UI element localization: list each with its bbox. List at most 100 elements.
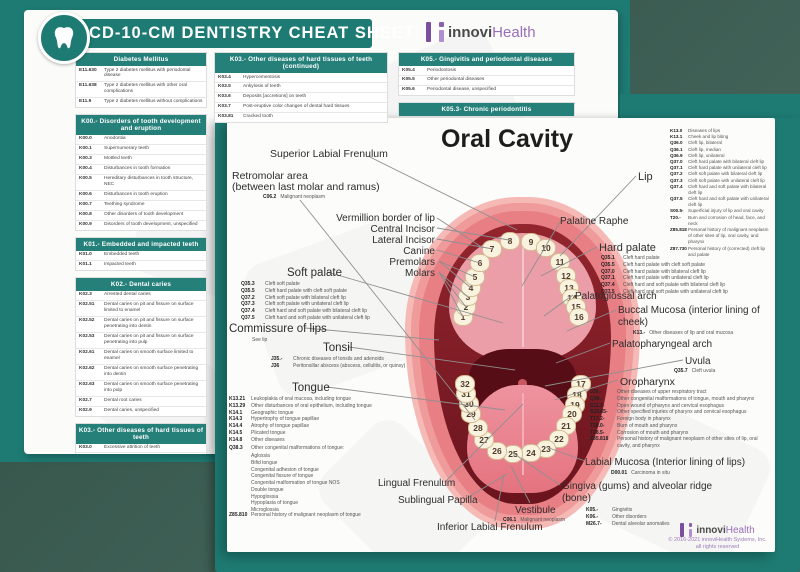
code-cell: K00.3 — [79, 156, 92, 162]
code: Q37.4 — [670, 183, 683, 189]
oral-cavity-page: Oral Cavity 1234567891011121314151617181… — [227, 118, 775, 552]
list-item: Double tongue — [251, 486, 284, 493]
description-cell: Dental caries, unspecified — [104, 408, 159, 414]
code-cell: K00.5 — [79, 176, 92, 182]
code: Q37.0 — [670, 158, 683, 164]
label-vestibule: Vestibule — [515, 505, 556, 516]
code-cell: K02.9 — [79, 408, 92, 414]
code-desc: Cleft soft palate with unilateral cleft … — [688, 177, 765, 183]
code-desc: Other congenital malformations of tongue… — [617, 395, 755, 402]
list-item: Hypoglossia — [251, 493, 279, 500]
label-palatopharyngeal-arch: Palatopharyngeal arch — [612, 339, 713, 350]
description-cell: Dental caries on smooth surface penetrat… — [104, 382, 199, 394]
description-cell: Dental caries on pit and fissure on surf… — [104, 334, 194, 346]
label-palatoglossal-arch: Palatoglossal arch — [575, 291, 657, 302]
codes-oropharynx: J39.- Other diseases of upper respiratory… — [590, 389, 766, 450]
code-row: T28.5-Corrosion of mouth and pharynx — [590, 430, 766, 437]
label-canine: Canine — [403, 246, 435, 257]
code-desc: Cleft soft palate with bilateral cleft l… — [688, 171, 763, 177]
code-cell: K00.8 — [79, 212, 92, 218]
code: Z85.818 — [670, 227, 687, 232]
code: K14.4 — [229, 423, 243, 429]
code-cell: E11.638 — [79, 83, 97, 89]
label-palatine-raphe: Palatine Raphe — [560, 216, 629, 227]
description-cell: Hypercementosis — [243, 74, 281, 80]
label-premolars: Premolars — [389, 257, 435, 268]
code-desc: Cleft lip, unilateral — [688, 152, 725, 158]
code-desc: Cleft soft palate — [265, 281, 300, 287]
code-desc: Cleft hard and soft palate with unilater… — [688, 196, 769, 208]
code-cell: K03.7 — [218, 104, 231, 110]
leader-lines — [299, 155, 684, 522]
description-cell: Mottled teeth — [104, 156, 132, 162]
table-header: K01.- Embedded and impacted teeth — [76, 237, 206, 251]
description-cell: Cracked tooth — [243, 114, 273, 120]
code-desc: Other diseases of upper respiratory trac… — [617, 389, 707, 395]
code-desc: Cleft lip, bilateral — [688, 140, 722, 146]
code-desc: Hypertrophy of tongue papillae — [251, 416, 320, 423]
code: K14.8 — [229, 436, 243, 443]
label-soft-palate: Soft palate — [287, 267, 342, 279]
innovihealth-logo-bottom: innoviHealth — [665, 523, 770, 537]
code-cell: K00.9 — [79, 222, 92, 228]
list-item: Congenital fissure of tongue — [251, 473, 314, 480]
code-row: M26.7-Dental alveolar anomalies — [586, 521, 736, 528]
code-row: T28.0-Burn of mouth and pharynx — [590, 423, 766, 430]
code-desc: Diseases of lips — [688, 128, 721, 133]
label-lip: Lip — [638, 171, 653, 183]
code-cell: K00.1 — [79, 146, 92, 152]
table-header: K05.- Gingivitis and periodontal disease… — [399, 53, 574, 66]
label-central-incisor: Central Incisor — [370, 224, 435, 235]
code-row: Q37.2 Cleft soft palate with bilateral cl… — [670, 171, 772, 177]
label-buccal-mucosa-2: cheek) — [618, 317, 649, 328]
description-cell: Dental root caries — [104, 398, 142, 404]
code-cell: K01.0 — [79, 252, 92, 258]
code: Q37.2 — [670, 171, 683, 177]
code: K13.21 — [229, 396, 246, 402]
code: Q36.1 — [670, 146, 683, 152]
code: Q37.1 — [670, 165, 683, 171]
label-lingual-frenulum: Lingual Frenulum — [378, 478, 456, 489]
code-row: S00.5-Superficial injury of lip and oral… — [670, 208, 772, 214]
code-row: K06.-Other disorders — [586, 514, 736, 521]
code-desc: Plicated tongue — [251, 429, 286, 436]
code-row: J39.- Other diseases of upper respiratory… — [590, 389, 766, 396]
code-desc: Foreign body in pharynx — [617, 416, 671, 422]
code-cell: K02.62 — [79, 366, 95, 372]
tooth-10: 10 — [536, 239, 556, 257]
description-cell: Periodontosis — [427, 67, 457, 73]
table-header: K03.- Other diseases of hard tissues of … — [76, 423, 206, 444]
code: Q37.5 — [601, 288, 615, 295]
logo-text: innoviHealth — [696, 524, 755, 536]
code-table: K00.- Disorders of tooth development and… — [75, 113, 207, 231]
description-cell: Embedded teeth — [104, 252, 140, 258]
code-cell: E11.630 — [79, 67, 97, 73]
description-cell: Deposits [accretions] on teeth — [243, 94, 307, 100]
code-desc: Burn and corrosion of head, face, and ne… — [688, 214, 765, 226]
label-gingiva-2: (bone) — [562, 493, 591, 504]
code-row: K05.-Gingivitis — [586, 507, 736, 514]
code: Q37.3 — [241, 301, 255, 308]
code-desc: Dental alveolar anomalies — [612, 520, 670, 527]
table-row: K03.1Abrasion of teeth — [76, 453, 206, 454]
copyright-line-2: all rights reserved — [695, 544, 740, 551]
label-uvula: Uvula — [685, 356, 711, 367]
code: J39.- — [590, 389, 602, 395]
